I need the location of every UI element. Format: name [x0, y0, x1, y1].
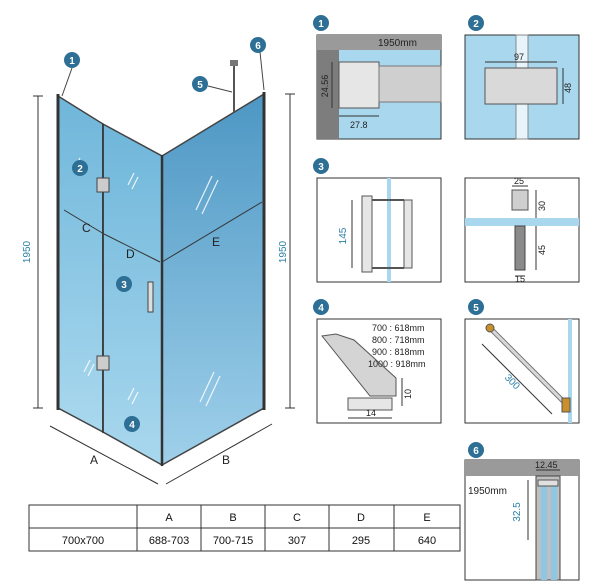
svg-text:45: 45	[537, 245, 547, 255]
svg-text:295: 295	[352, 535, 370, 547]
svg-text:1000 : 918mm: 1000 : 918mm	[368, 359, 426, 369]
svg-text:12.45: 12.45	[535, 460, 558, 470]
svg-text:307: 307	[288, 535, 306, 547]
svg-text:700x700: 700x700	[62, 535, 104, 547]
svg-text:14: 14	[366, 408, 376, 418]
svg-text:1: 1	[69, 56, 75, 67]
svg-text:1950mm: 1950mm	[378, 38, 417, 49]
label-c: C	[82, 221, 91, 235]
svg-text:688-703: 688-703	[149, 535, 189, 547]
svg-text:640: 640	[418, 535, 436, 547]
inner-dimension-lines	[63, 201, 263, 263]
label-b: B	[222, 453, 230, 467]
svg-text:3: 3	[121, 280, 127, 291]
left-glass-panel	[57, 94, 104, 434]
svg-text:5: 5	[197, 80, 203, 91]
svg-text:30: 30	[537, 201, 547, 211]
label-a: A	[90, 453, 98, 467]
svg-text:E: E	[423, 512, 430, 524]
svg-text:3: 3	[318, 162, 324, 173]
detail-1: 1 1950mm 24.56 27.8	[313, 15, 442, 140]
hinge-top	[96, 177, 110, 193]
detail-3: 3 145	[313, 158, 442, 283]
floor-dimension-lines	[49, 423, 273, 485]
svg-text:27.8: 27.8	[350, 120, 368, 130]
door-handle	[147, 281, 154, 313]
callout-2: 2	[72, 160, 88, 176]
svg-text:48: 48	[563, 83, 573, 93]
svg-text:5: 5	[473, 303, 479, 314]
svg-text:4: 4	[129, 420, 135, 431]
right-glass-panel	[161, 92, 265, 467]
svg-text:6: 6	[255, 41, 261, 52]
callout-6: 6	[250, 37, 266, 91]
svg-text:145: 145	[338, 227, 349, 244]
svg-text:700 : 618mm: 700 : 618mm	[372, 323, 425, 333]
callout-1: 1	[61, 52, 80, 97]
svg-text:1950mm: 1950mm	[468, 486, 507, 497]
shower-enclosure	[56, 60, 266, 467]
label-d: D	[126, 247, 135, 261]
detail-2: 2 97 48	[464, 15, 580, 140]
svg-text:4: 4	[318, 303, 324, 314]
height-dimension-lines	[33, 93, 295, 409]
detail-6: 6 1950mm 12.45 32.5	[464, 442, 580, 581]
svg-text:B: B	[229, 512, 236, 524]
hinge-bottom	[96, 355, 110, 371]
svg-text:6: 6	[473, 446, 479, 457]
svg-text:700-715: 700-715	[213, 535, 253, 547]
svg-text:800 : 718mm: 800 : 718mm	[372, 335, 425, 345]
svg-text:C: C	[293, 512, 301, 524]
dimension-table	[28, 504, 461, 552]
svg-text:2: 2	[77, 164, 83, 175]
table-header-row: A B C D E	[165, 512, 430, 524]
svg-text:97: 97	[514, 52, 524, 62]
svg-text:D: D	[357, 512, 365, 524]
callout-4: 4	[124, 416, 140, 432]
svg-text:900 : 818mm: 900 : 818mm	[372, 347, 425, 357]
detail-5: 5 300	[464, 299, 580, 424]
svg-text:1: 1	[318, 19, 324, 30]
svg-text:2: 2	[473, 19, 479, 30]
svg-text:A: A	[165, 512, 173, 524]
detail-3b: 25 30 45 15	[464, 176, 580, 284]
detail-4: 4 700 : 618mm 800 : 718mm 900 : 818mm 10…	[313, 299, 442, 424]
height-left-label: 1950	[22, 240, 33, 263]
callout-3: 3	[116, 276, 132, 292]
svg-text:24.56: 24.56	[320, 75, 330, 98]
svg-text:25: 25	[514, 176, 524, 186]
svg-text:15: 15	[515, 274, 525, 284]
callout-5: 5	[192, 76, 233, 93]
label-e: E	[212, 235, 220, 249]
svg-text:32.5: 32.5	[512, 502, 523, 522]
height-right-label: 1950	[278, 240, 289, 263]
svg-text:10: 10	[403, 389, 413, 399]
table-data-row: 700x700 688-703 700-715 307 295 640	[62, 535, 436, 547]
